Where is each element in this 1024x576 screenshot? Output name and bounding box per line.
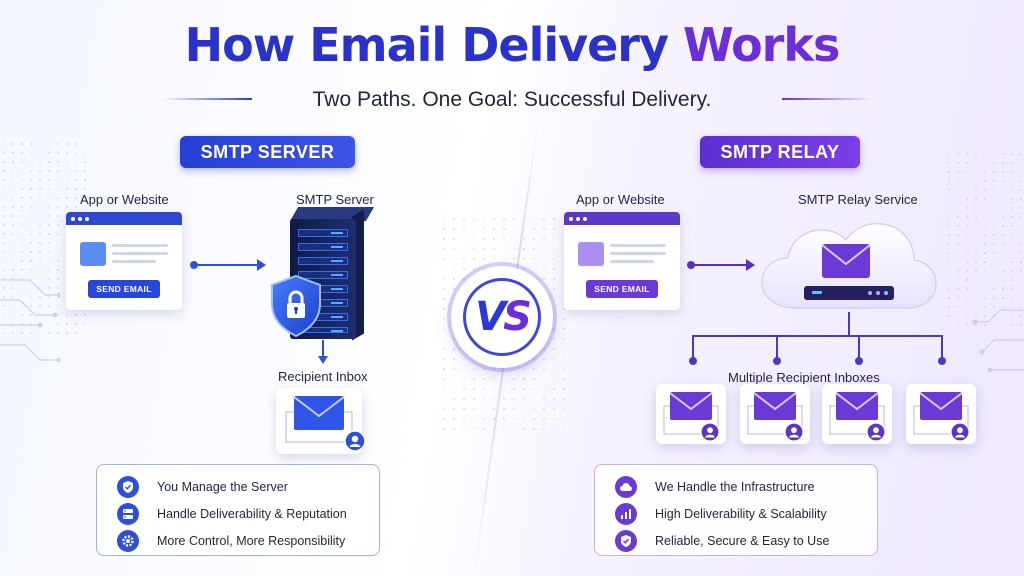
server-to-inbox-arrow [322, 340, 324, 358]
tree-node [689, 357, 697, 365]
image-placeholder-icon [80, 242, 106, 266]
text-line [610, 244, 666, 247]
title-part-1: How Email Delivery [184, 18, 683, 72]
tree-node [938, 357, 946, 365]
cloud-relay-icon [761, 222, 937, 309]
smtp-server-label: SMTP Server [296, 192, 374, 207]
left-feature-panel: You Manage the Server Handle Deliverabil… [96, 464, 380, 556]
vs-ring [463, 278, 541, 356]
feature-item: High Deliverability & Scalability [615, 500, 877, 527]
feature-text: More Control, More Responsibility [157, 533, 346, 548]
feature-text: High Deliverability & Scalability [655, 506, 827, 521]
text-line [610, 252, 666, 255]
feature-item: Reliable, Secure & Easy to Use [615, 527, 877, 554]
text-line [112, 252, 168, 255]
left-app-label: App or Website [80, 192, 169, 207]
feature-text: Reliable, Secure & Easy to Use [655, 533, 830, 548]
tree-node [855, 357, 863, 365]
left-app-window: SEND EMAIL [66, 212, 182, 310]
recipient-inbox [906, 384, 976, 444]
recipient-inbox [276, 388, 366, 454]
text-line [112, 244, 168, 247]
right-app-window: SEND EMAIL [564, 212, 680, 310]
dot-pattern-right [947, 152, 1023, 327]
subtitle: Two Paths. One Goal: Successful Delivery… [312, 88, 712, 111]
window-titlebar [66, 212, 182, 225]
server-stack-icon [117, 502, 139, 525]
shield-check-icon [615, 529, 637, 552]
recipient-inbox [656, 384, 726, 444]
right-app-label: App or Website [576, 192, 665, 207]
user-avatar-icon [344, 430, 366, 452]
recipient-inbox [822, 384, 892, 444]
feature-text: Handle Deliverability & Reputation [157, 506, 347, 521]
page-title: How Email Delivery Works [0, 18, 1024, 72]
feature-item: We Handle the Infrastructure [615, 473, 877, 500]
tree-node [773, 357, 781, 365]
tree-drop [858, 335, 860, 359]
feature-item: Handle Deliverability & Reputation [117, 500, 379, 527]
smtp-relay-badge: SMTP RELAY [700, 136, 860, 168]
tree-drop [941, 335, 943, 359]
right-send-email-button[interactable]: SEND EMAIL [586, 280, 658, 298]
text-line [610, 260, 654, 263]
subtitle-line-right [782, 98, 872, 100]
cloud-icon [615, 475, 637, 498]
circuit-lines-right [972, 309, 1024, 373]
window-titlebar [564, 212, 680, 225]
smtp-server-badge: SMTP SERVER [180, 136, 355, 168]
right-feature-panel: We Handle the Infrastructure High Delive… [594, 464, 878, 556]
feature-text: We Handle the Infrastructure [655, 479, 815, 494]
left-send-email-button[interactable]: SEND EMAIL [88, 280, 160, 298]
title-part-2: Works [682, 18, 840, 72]
envelope-icon [285, 396, 353, 443]
circuit-lines-left [0, 279, 60, 363]
app-to-relay-arrow [687, 259, 755, 271]
arrowhead-down [318, 356, 328, 364]
shield-check-icon [117, 475, 139, 498]
tree-drop [692, 335, 694, 359]
smtp-relay-label: SMTP Relay Service [798, 192, 918, 207]
app-to-server-arrow [190, 259, 266, 271]
image-placeholder-icon [578, 242, 604, 266]
text-line [112, 260, 156, 263]
user-avatar-icon [784, 422, 804, 442]
feature-text: You Manage the Server [157, 479, 288, 494]
bar-chart-icon [615, 502, 637, 525]
recipient-inbox-label: Recipient Inbox [278, 369, 368, 384]
subtitle-line-left [162, 98, 252, 100]
multiple-inboxes-label: Multiple Recipient Inboxes [728, 370, 880, 385]
user-avatar-icon [950, 422, 970, 442]
user-avatar-icon [700, 422, 720, 442]
tree-branch [692, 335, 943, 337]
feature-item: You Manage the Server [117, 473, 379, 500]
envelope-icon [747, 392, 803, 435]
tree-drop [776, 335, 778, 359]
recipient-inbox [740, 384, 810, 444]
tree-trunk [848, 312, 850, 336]
shield-lock-icon [271, 274, 321, 338]
gear-icon [117, 529, 139, 552]
user-avatar-icon [866, 422, 886, 442]
feature-item: More Control, More Responsibility [117, 527, 379, 554]
